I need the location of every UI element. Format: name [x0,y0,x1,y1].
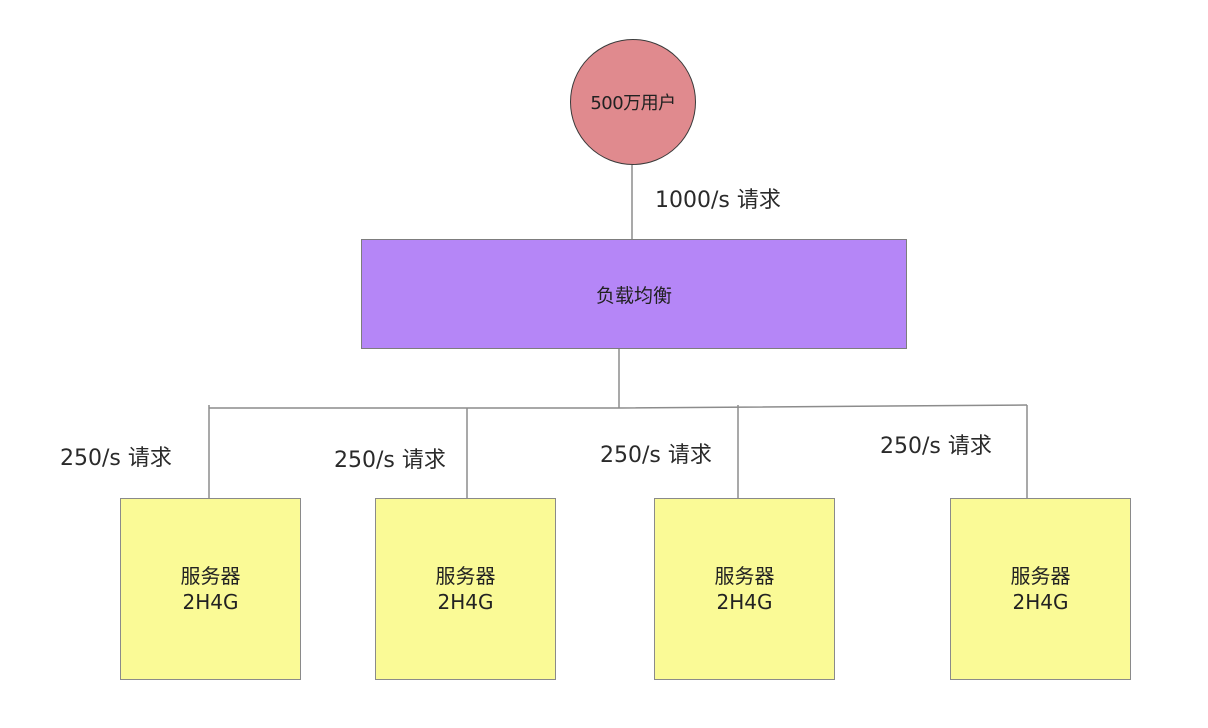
server-1-edge-label: 250/s 请求 [60,446,172,471]
server-1-name: 服务器 [180,564,241,588]
server-node-1: 服务器 2H4G [120,498,301,680]
server-1-spec: 2H4G [182,590,239,614]
users-to-lb-label: 1000/s 请求 [655,188,781,213]
server-2-edge-label: 250/s 请求 [334,448,446,473]
load-balancer-label: 负载均衡 [595,284,672,307]
server-2-name: 服务器 [435,564,496,588]
server-4-edge-label: 250/s 请求 [880,434,992,459]
server-2-spec: 2H4G [437,590,494,614]
distribution-bus-line [209,404,1028,409]
server-3-name: 服务器 [714,564,775,588]
server-3-spec: 2H4G [716,590,773,614]
server-4-name: 服务器 [1010,564,1071,588]
server-node-4: 服务器 2H4G [950,498,1131,680]
users-node-label: 500万用户 [590,93,676,114]
server-node-3: 服务器 2H4G [654,498,835,680]
server-3-edge-label: 250/s 请求 [600,443,712,468]
load-balancer-node: 负载均衡 [361,239,907,349]
server-4-spec: 2H4G [1012,590,1069,614]
server-node-2: 服务器 2H4G [375,498,556,680]
users-node: 500万用户 [570,39,696,165]
